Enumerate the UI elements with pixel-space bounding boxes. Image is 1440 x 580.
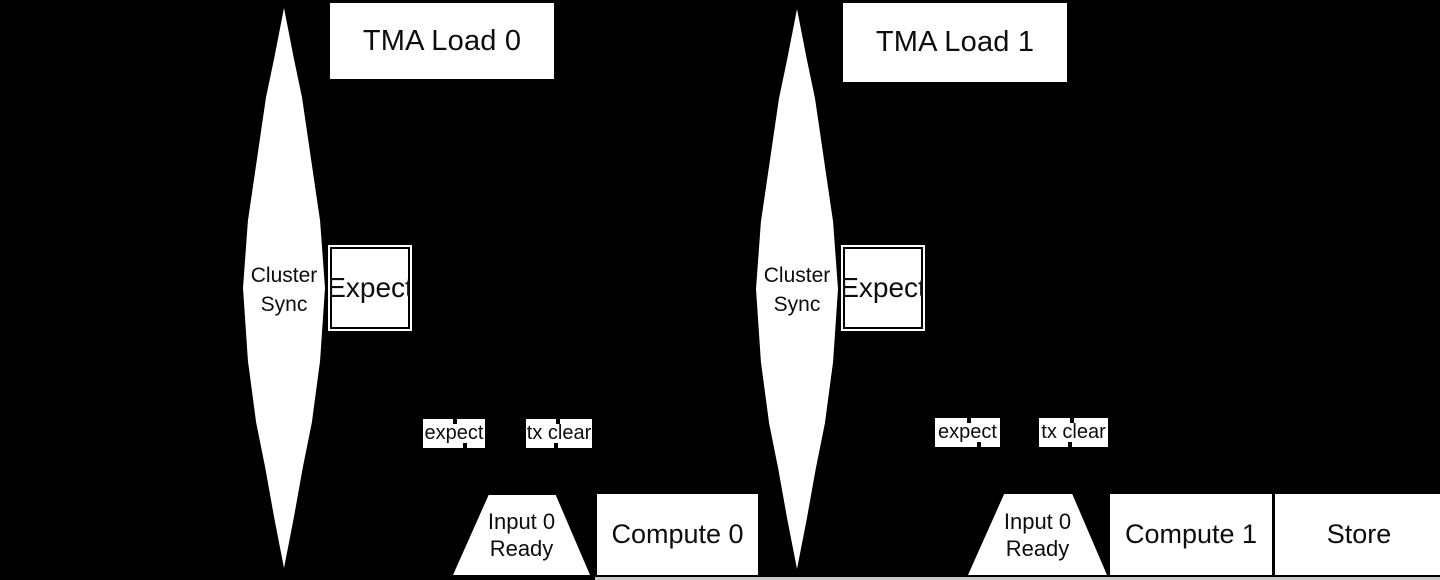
input-ready-trapezoid: Input 0 Ready — [453, 495, 590, 575]
expect-tag-label: expect — [424, 422, 484, 444]
expect-box: Expect — [840, 245, 926, 331]
cluster-sync-line2: Sync — [773, 293, 821, 316]
cluster-sync-label: Cluster Sync — [224, 261, 344, 319]
input-ready-line2: Ready — [1005, 535, 1070, 561]
cluster-sync-label: Cluster Sync — [737, 261, 857, 319]
tma-load-label: TMA Load 0 — [362, 24, 522, 57]
expect-box: Expect — [327, 245, 413, 331]
input-ready-line1: Input 0 — [1003, 508, 1072, 534]
compute-box: Compute 0 — [597, 494, 758, 575]
tma-load-label: TMA Load 1 — [875, 26, 1035, 58]
tma-load-box: TMA Load 1 — [843, 3, 1067, 82]
tx-clear-tag-label: tx clear — [1041, 421, 1106, 443]
input-ready-line2: Ready — [489, 536, 554, 561]
input-ready-line1: Input 0 — [487, 509, 556, 534]
arrow-tick — [553, 443, 558, 448]
arrow-tick — [1067, 442, 1072, 447]
expect-label: Expect — [840, 272, 926, 303]
expect-label: Expect — [327, 272, 413, 303]
tma-load-box: TMA Load 0 — [330, 3, 554, 79]
arrow-tick — [452, 419, 457, 424]
expect-tag: expect — [933, 418, 1000, 447]
tx-clear-tag: tx clear — [1037, 418, 1108, 447]
arrow-tick — [977, 442, 982, 447]
store-box: Store — [1275, 494, 1440, 575]
tx-clear-tag-label: tx clear — [526, 422, 592, 444]
store-label: Store — [1326, 519, 1392, 549]
cropped-bottom-edge — [595, 577, 1440, 580]
arrow-tick — [966, 418, 971, 423]
tx-clear-tag: tx clear — [524, 419, 592, 448]
arrow-tick — [556, 419, 561, 424]
compute-box: Compute 1 — [1110, 494, 1272, 575]
input-ready-trapezoid: Input 0 Ready — [968, 494, 1107, 575]
arrow-tick — [462, 443, 467, 448]
cluster-sync-line2: Sync — [260, 293, 308, 316]
cluster-sync-line1: Cluster — [763, 264, 831, 287]
arrow-tick — [1070, 418, 1075, 423]
cluster-sync-line1: Cluster — [250, 264, 318, 287]
expect-tag: expect — [421, 419, 485, 448]
compute-label: Compute 0 — [611, 519, 744, 549]
expect-tag-label: expect — [938, 421, 997, 443]
compute-label: Compute 1 — [1124, 519, 1258, 549]
